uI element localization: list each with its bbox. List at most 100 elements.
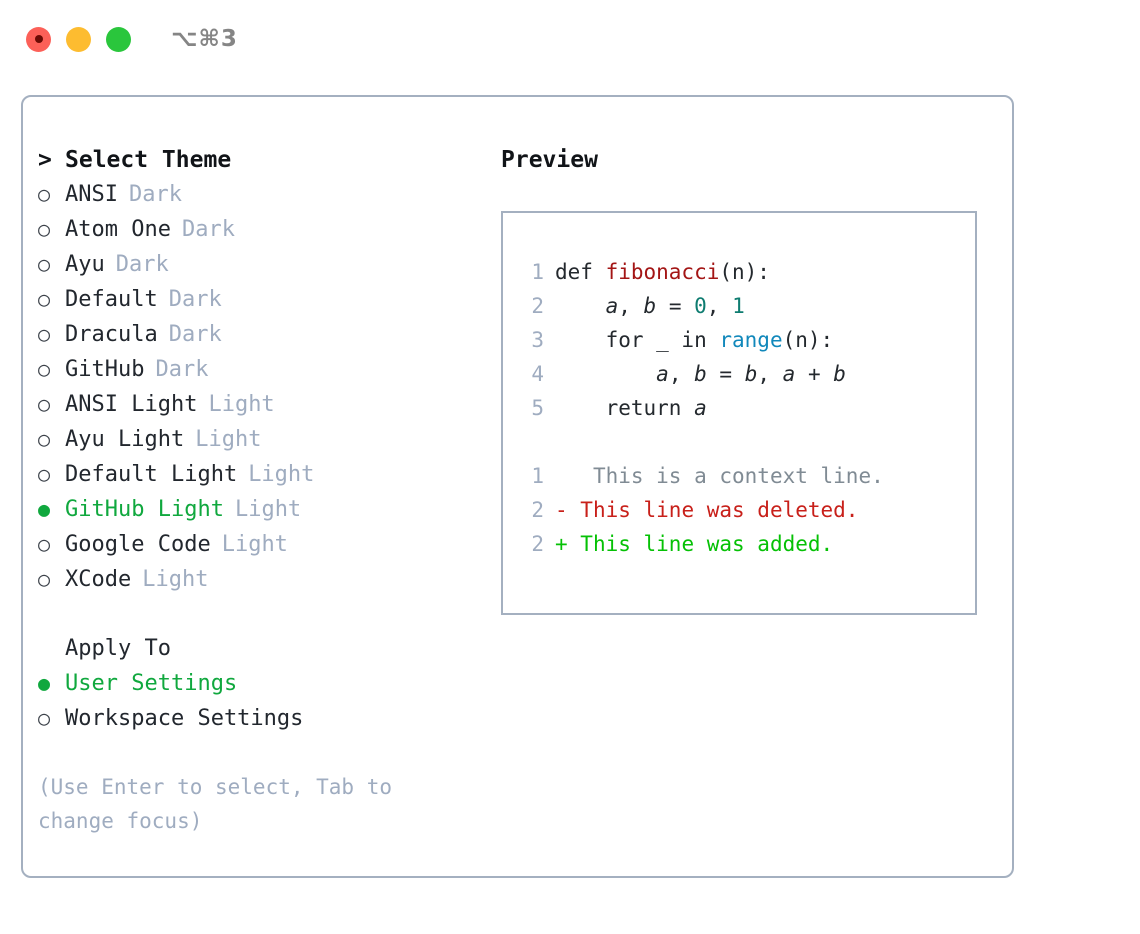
theme-item-name: ANSI Light bbox=[65, 392, 198, 417]
diff-line-ctx: 1 This is a context line. bbox=[503, 459, 975, 493]
code-token-var: a bbox=[656, 362, 669, 386]
code-token-plain: = bbox=[656, 294, 695, 318]
theme-item-name: Default Light bbox=[65, 462, 238, 487]
code-line-number: 5 bbox=[531, 396, 544, 420]
theme-item-name: Google Code bbox=[65, 532, 211, 557]
apply-to-label-text: Apply To bbox=[65, 636, 171, 661]
code-token-num: 0 bbox=[694, 294, 707, 318]
theme-item-tag: Dark bbox=[155, 357, 209, 382]
code-token-num: 1 bbox=[732, 294, 745, 318]
theme-item-name: GitHub bbox=[65, 357, 145, 382]
code-line-text: for _ in range(n): bbox=[555, 323, 834, 357]
code-line: 3 for _ in range(n): bbox=[503, 323, 975, 357]
theme-item-name: Atom One bbox=[65, 217, 171, 242]
apply-to-label: Apply To bbox=[38, 631, 498, 666]
code-token-var: a bbox=[694, 396, 707, 420]
code-token-var: b bbox=[694, 362, 707, 386]
code-token-plain: (n): bbox=[719, 260, 770, 284]
code-token-plain: , bbox=[668, 362, 695, 386]
code-token-fn: fibonacci bbox=[605, 260, 720, 284]
radio-unselected-icon: ○ bbox=[38, 287, 51, 311]
theme-item-tag: Light bbox=[248, 462, 315, 487]
diff-line-add: 2 + This line was added. bbox=[503, 527, 975, 561]
radio-unselected-icon: ○ bbox=[38, 532, 51, 556]
radio-unselected-icon: ○ bbox=[38, 567, 51, 591]
theme-item-name: Dracula bbox=[65, 322, 158, 347]
code-token-call: range bbox=[719, 328, 783, 352]
minimize-button[interactable] bbox=[66, 26, 91, 52]
theme-item-tag: Dark bbox=[128, 182, 182, 207]
select-theme-header: > Select Theme bbox=[38, 143, 498, 177]
diff-line-number: 1 bbox=[531, 464, 544, 488]
code-line-number: 1 bbox=[531, 260, 544, 284]
code-line-text: a, b = b, a + b bbox=[555, 357, 846, 391]
code-token-var: b bbox=[643, 294, 657, 318]
theme-item-name: Ayu Light bbox=[65, 427, 185, 452]
theme-item-ansi[interactable]: ○ ANSI Dark bbox=[38, 177, 498, 212]
apply-to-option-workspace-settings[interactable]: ○Workspace Settings bbox=[38, 701, 498, 736]
diff-line-del: 2- This line was deleted. bbox=[503, 493, 975, 527]
radio-unselected-icon: ○ bbox=[38, 706, 51, 730]
diff-sign-add: + bbox=[555, 532, 568, 556]
theme-item-tag: Dark bbox=[168, 287, 222, 312]
keyboard-hint: (Use Enter to select, Tab to change focu… bbox=[38, 775, 405, 833]
code-token-plain: return bbox=[555, 396, 695, 420]
code-line-number: 3 bbox=[531, 328, 544, 352]
code-token-plain: + bbox=[795, 362, 834, 386]
diff-sign-del: - bbox=[555, 498, 568, 522]
code-token-plain: , bbox=[618, 294, 644, 318]
radio-unselected-icon: ○ bbox=[38, 217, 51, 241]
code-line-number: 4 bbox=[531, 362, 544, 386]
theme-item-atom-one[interactable]: ○ Atom One Dark bbox=[38, 212, 498, 247]
apply-to-option-user-settings[interactable]: ●User Settings bbox=[38, 666, 498, 701]
code-token-plain: (n): bbox=[782, 328, 834, 352]
code-diff-spacer bbox=[503, 425, 975, 459]
code-token-var: a bbox=[605, 294, 619, 318]
radio-unselected-icon: ○ bbox=[38, 322, 51, 346]
zoom-button[interactable] bbox=[106, 26, 131, 52]
theme-item-tag: Light bbox=[195, 427, 262, 452]
theme-item-dracula[interactable]: ○ Dracula Dark bbox=[38, 317, 498, 352]
theme-item-github[interactable]: ○ GitHub Dark bbox=[38, 352, 498, 387]
diff-sample: 1 This is a context line.2- This line wa… bbox=[503, 459, 975, 561]
window-controls bbox=[26, 26, 131, 52]
theme-item-tag: Dark bbox=[181, 217, 235, 242]
diff-line-text: This is a context line. bbox=[567, 464, 884, 488]
diff-line-number: 2 bbox=[531, 532, 544, 556]
diff-sign-ctx bbox=[555, 459, 568, 493]
diff-line-number: 2 bbox=[531, 498, 544, 522]
code-token-var: b bbox=[833, 362, 846, 386]
radio-unselected-icon: ○ bbox=[38, 252, 51, 276]
theme-item-tag: Light bbox=[208, 392, 275, 417]
code-line-text: a, b = 0, 1 bbox=[555, 289, 745, 323]
theme-item-name: ANSI bbox=[65, 182, 118, 207]
radio-unselected-icon: ○ bbox=[38, 357, 51, 381]
title-bar: ⌥⌘3 bbox=[0, 0, 1140, 78]
code-token-plain: , bbox=[757, 362, 783, 386]
theme-item-name: XCode bbox=[65, 567, 132, 592]
diff-line-text: This line was added. bbox=[567, 532, 834, 556]
theme-item-tag: Dark bbox=[168, 322, 222, 347]
keyboard-shortcut-label: ⌥⌘3 bbox=[171, 26, 238, 52]
radio-unselected-icon: ○ bbox=[38, 182, 51, 206]
close-button[interactable] bbox=[26, 26, 51, 52]
code-token-plain bbox=[555, 362, 656, 386]
radio-selected-icon: ● bbox=[38, 497, 51, 521]
code-token-plain: for _ in bbox=[555, 328, 720, 352]
theme-item-name: GitHub Light bbox=[65, 497, 224, 522]
select-theme-title: Select Theme bbox=[65, 147, 232, 173]
apply-to-options: ●User Settings○Workspace Settings bbox=[38, 666, 498, 736]
